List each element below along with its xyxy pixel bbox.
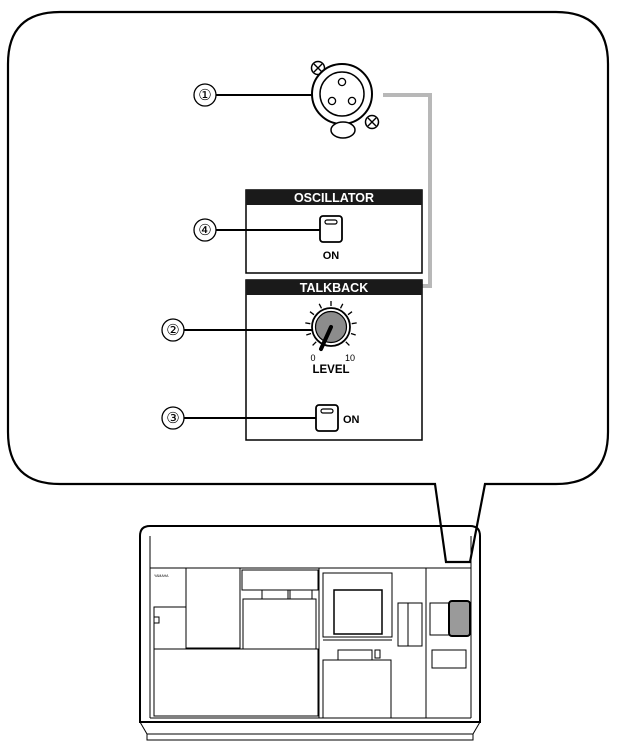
knob-scale-min: 0 — [310, 353, 315, 363]
knob-tick — [305, 322, 311, 325]
console-brand-logo: YAMAHA — [154, 574, 169, 578]
talkback-xlr-connector[interactable] — [310, 60, 380, 139]
oscillator-on-label: ON — [323, 250, 340, 262]
callout-4: ④ — [193, 218, 320, 242]
knob-tick — [339, 303, 344, 309]
mic-cable — [383, 93, 432, 288]
xlr-pin-icon — [337, 77, 347, 87]
talkback-title: TALKBACK — [300, 281, 369, 295]
knob-tick — [347, 311, 353, 316]
oscillator-led-icon — [324, 219, 338, 225]
callout-3: ③ — [161, 406, 316, 430]
knob-tick — [351, 322, 357, 325]
xlr-latch-icon — [330, 121, 356, 139]
callout-1: ① — [193, 83, 312, 107]
talkback-on-button[interactable] — [315, 404, 339, 432]
knob-scale-max: 10 — [345, 353, 355, 363]
knob-tick — [312, 341, 317, 346]
knob-level-label: LEVEL — [312, 364, 349, 376]
callout-2: ② — [161, 318, 312, 342]
callout-1-number: ① — [198, 87, 211, 104]
knob-tick — [318, 303, 323, 309]
oscillator-on-button[interactable] — [319, 215, 343, 243]
talkback-panel: TALKBACK 0 10 LEVEL ON — [245, 279, 423, 441]
console-talkback-highlight — [448, 600, 471, 637]
console-overview: YAMAHA — [139, 525, 481, 741]
console-outline — [139, 525, 481, 723]
talkback-level-knob[interactable] — [305, 301, 357, 351]
xlr-pin-icon — [347, 96, 357, 106]
oscillator-title: OSCILLATOR — [294, 191, 374, 205]
xlr-pin-icon — [327, 96, 337, 106]
knob-tick — [350, 332, 356, 336]
knob-pointer — [319, 325, 333, 351]
talkback-led-icon — [320, 408, 334, 414]
talkback-on-label: ON — [343, 414, 360, 426]
talkback-panel-header — [246, 280, 422, 295]
oscillator-panel: OSCILLATOR ON — [245, 189, 423, 274]
knob-tick — [309, 311, 315, 316]
knob-tick — [306, 332, 312, 336]
callout-3-number: ③ — [166, 410, 179, 427]
knob-tick — [345, 341, 350, 346]
callout-2-number: ② — [166, 322, 179, 339]
oscillator-panel-header — [246, 190, 422, 205]
callout-4-number: ④ — [198, 222, 211, 239]
